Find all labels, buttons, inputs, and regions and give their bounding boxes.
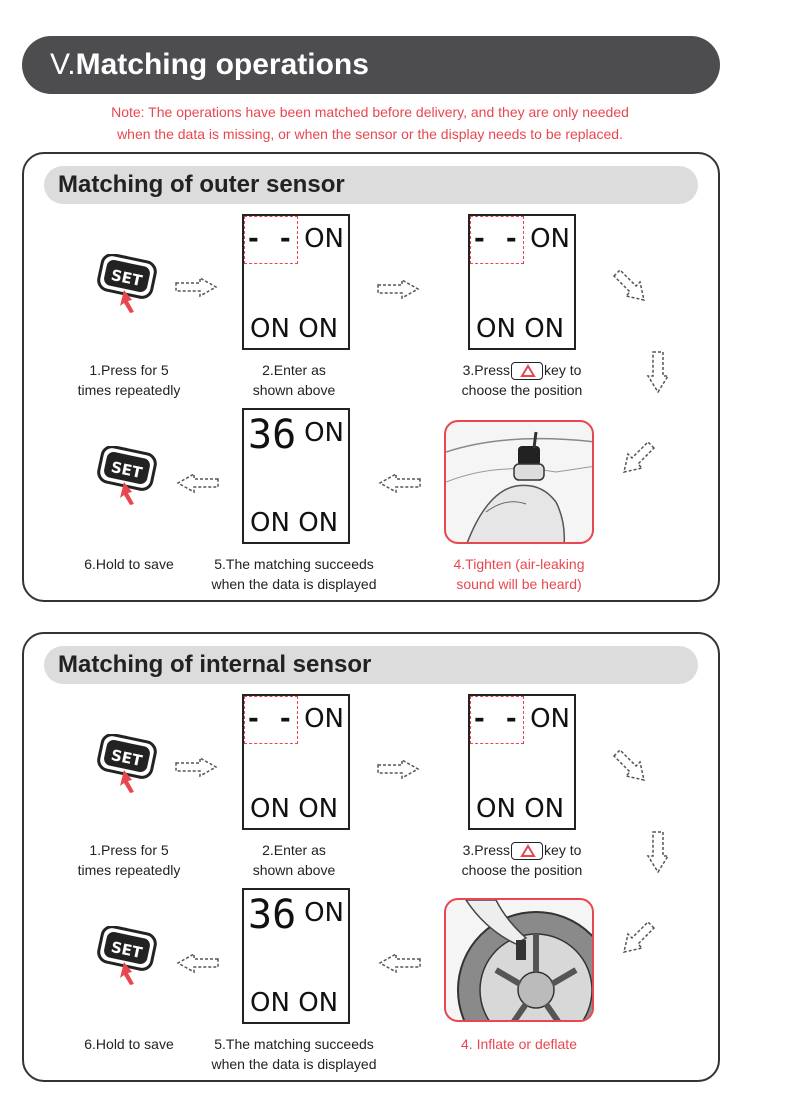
lcd-value: 36 [248, 892, 297, 938]
section-numeral: V. [50, 48, 76, 81]
outer-step6-caption: 6.Hold to save [84, 556, 174, 572]
lcd-on-bottom: ON ON [476, 314, 565, 344]
lcd-on-bottom: ON ON [250, 314, 339, 344]
internal-step4-caption: 4. Inflate or deflate [461, 1036, 577, 1052]
set-button-icon: SET [97, 734, 157, 793]
arrow-down-icon [646, 831, 670, 874]
lcd-on-top: ON [304, 898, 344, 928]
lcd-on-top: ON [304, 704, 344, 734]
lcd-display-step3: - - ON ON ON [468, 694, 576, 830]
lcd-display-step5: 36 ON ON ON [242, 408, 350, 544]
set-button-icon: SET [97, 926, 157, 985]
dash-highlight-box [470, 216, 524, 264]
inflate-tire-photo [444, 898, 594, 1022]
tighten-sensor-photo [444, 420, 594, 544]
arrow-left-icon [176, 952, 219, 974]
up-key-icon [511, 842, 544, 861]
arrow-diagonal-left-icon [623, 920, 656, 953]
lcd-on-bottom: ON ON [250, 508, 339, 538]
arrow-right-icon [377, 758, 420, 780]
arrow-right-icon [377, 278, 420, 300]
lcd-on-bottom: ON ON [476, 794, 565, 824]
lcd-display-step2: - - ON ON ON [242, 214, 350, 350]
internal-step6-caption: 6.Hold to save [84, 1036, 174, 1052]
arrow-right-icon [175, 276, 218, 298]
arrow-diagonal-down-icon [612, 748, 645, 781]
set-button-icon: SET [97, 446, 157, 505]
outer-sensor-panel: Matching of outer sensor SET - - ON ON O… [22, 152, 720, 602]
arrow-diagonal-left-icon [623, 440, 656, 473]
lcd-on-top: ON [530, 704, 570, 734]
dash-highlight-box [244, 216, 298, 264]
lcd-dashes: - - [474, 224, 523, 254]
lcd-dashes: - - [248, 224, 297, 254]
arrow-left-icon [378, 472, 421, 494]
internal-panel-title: Matching of internal sensor [44, 646, 698, 684]
set-button-icon: SET [97, 254, 157, 313]
lcd-value: 36 [248, 412, 297, 458]
arrow-diagonal-down-icon [612, 268, 645, 301]
lcd-dashes: - - [248, 704, 297, 734]
dash-highlight-box [244, 696, 298, 744]
internal-sensor-panel: Matching of internal sensor SET - - ON O… [22, 632, 720, 1082]
lcd-on-bottom: ON ON [250, 988, 339, 1018]
lcd-display-step2: - - ON ON ON [242, 694, 350, 830]
lcd-on-top: ON [530, 224, 570, 254]
up-key-icon [511, 362, 544, 381]
arrow-left-icon [176, 472, 219, 494]
lcd-on-top: ON [304, 418, 344, 448]
dash-highlight-box [470, 696, 524, 744]
lcd-dashes: - - [474, 704, 523, 734]
lcd-display-step3: - - ON ON ON [468, 214, 576, 350]
arrow-down-icon [646, 351, 670, 394]
note-line-1: Note: The operations have been matched b… [111, 104, 629, 120]
lcd-on-bottom: ON ON [250, 794, 339, 824]
outer-panel-title: Matching of outer sensor [44, 166, 698, 204]
arrow-right-icon [175, 756, 218, 778]
lcd-on-top: ON [304, 224, 344, 254]
section-title: Matching operations [75, 48, 369, 81]
arrow-left-icon [378, 952, 421, 974]
page-title: V.Matching operations [22, 36, 720, 94]
lcd-display-step5: 36 ON ON ON [242, 888, 350, 1024]
note-line-2: when the data is missing, or when the se… [117, 126, 623, 142]
